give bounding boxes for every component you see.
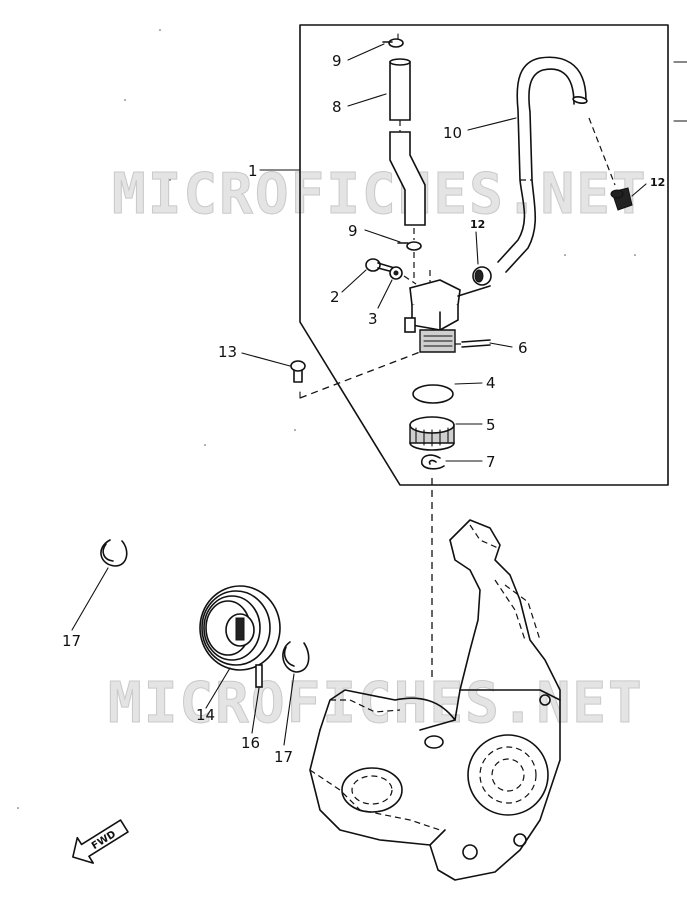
part-10-hose xyxy=(497,56,616,273)
callout-3: 3 xyxy=(368,310,378,328)
callout-1: 1 xyxy=(248,162,258,180)
scan-specks xyxy=(17,29,636,809)
part-4-o-ring xyxy=(412,384,454,404)
watermark-top: MICROFICHES.NET xyxy=(112,162,648,227)
callout-14: 14 xyxy=(196,706,215,724)
part-5-gear xyxy=(409,416,455,451)
callout-6: 6 xyxy=(518,339,528,357)
part-3-washer xyxy=(389,266,403,280)
part-17-ring-left xyxy=(100,539,128,567)
callout-9-lower: 9 xyxy=(348,222,358,240)
part-17-ring-right xyxy=(282,641,310,673)
part-12-cap-valve xyxy=(472,266,492,286)
leader-lines xyxy=(71,43,647,746)
part-9-clip-top xyxy=(382,33,404,48)
fwd-arrow-icon: FWD xyxy=(72,819,129,864)
part-6-pin xyxy=(455,339,491,348)
part-9-clip-lower xyxy=(397,228,422,282)
callout-2: 2 xyxy=(330,288,340,306)
assembly-frame xyxy=(299,24,669,486)
callout-10: 10 xyxy=(443,124,462,142)
callout-16: 16 xyxy=(241,734,260,752)
part-14-pulley xyxy=(199,585,281,671)
watermark-bottom: MICROFICHES.NET xyxy=(108,671,644,736)
callout-17-left: 17 xyxy=(62,632,81,650)
callout-9-top: 9 xyxy=(332,52,342,70)
valve-body xyxy=(404,270,491,353)
callout-7: 7 xyxy=(486,453,496,471)
part-13-screw xyxy=(290,351,421,399)
callout-13: 13 xyxy=(218,343,237,361)
callout-17-right: 17 xyxy=(274,748,293,766)
part-16-pin xyxy=(255,664,263,688)
fwd-label: FWD xyxy=(90,829,118,852)
part-12-cap-right xyxy=(610,187,633,211)
callout-5: 5 xyxy=(486,416,496,434)
crankcase-housing xyxy=(309,519,561,881)
part-8-hose xyxy=(389,58,426,226)
part-7-clip xyxy=(420,454,445,470)
axis-screw xyxy=(403,275,417,285)
callout-8: 8 xyxy=(332,98,342,116)
callout-4: 4 xyxy=(486,374,496,392)
callout-12-right: 12 xyxy=(650,176,665,189)
callout-12-valve: 12 xyxy=(470,218,485,231)
